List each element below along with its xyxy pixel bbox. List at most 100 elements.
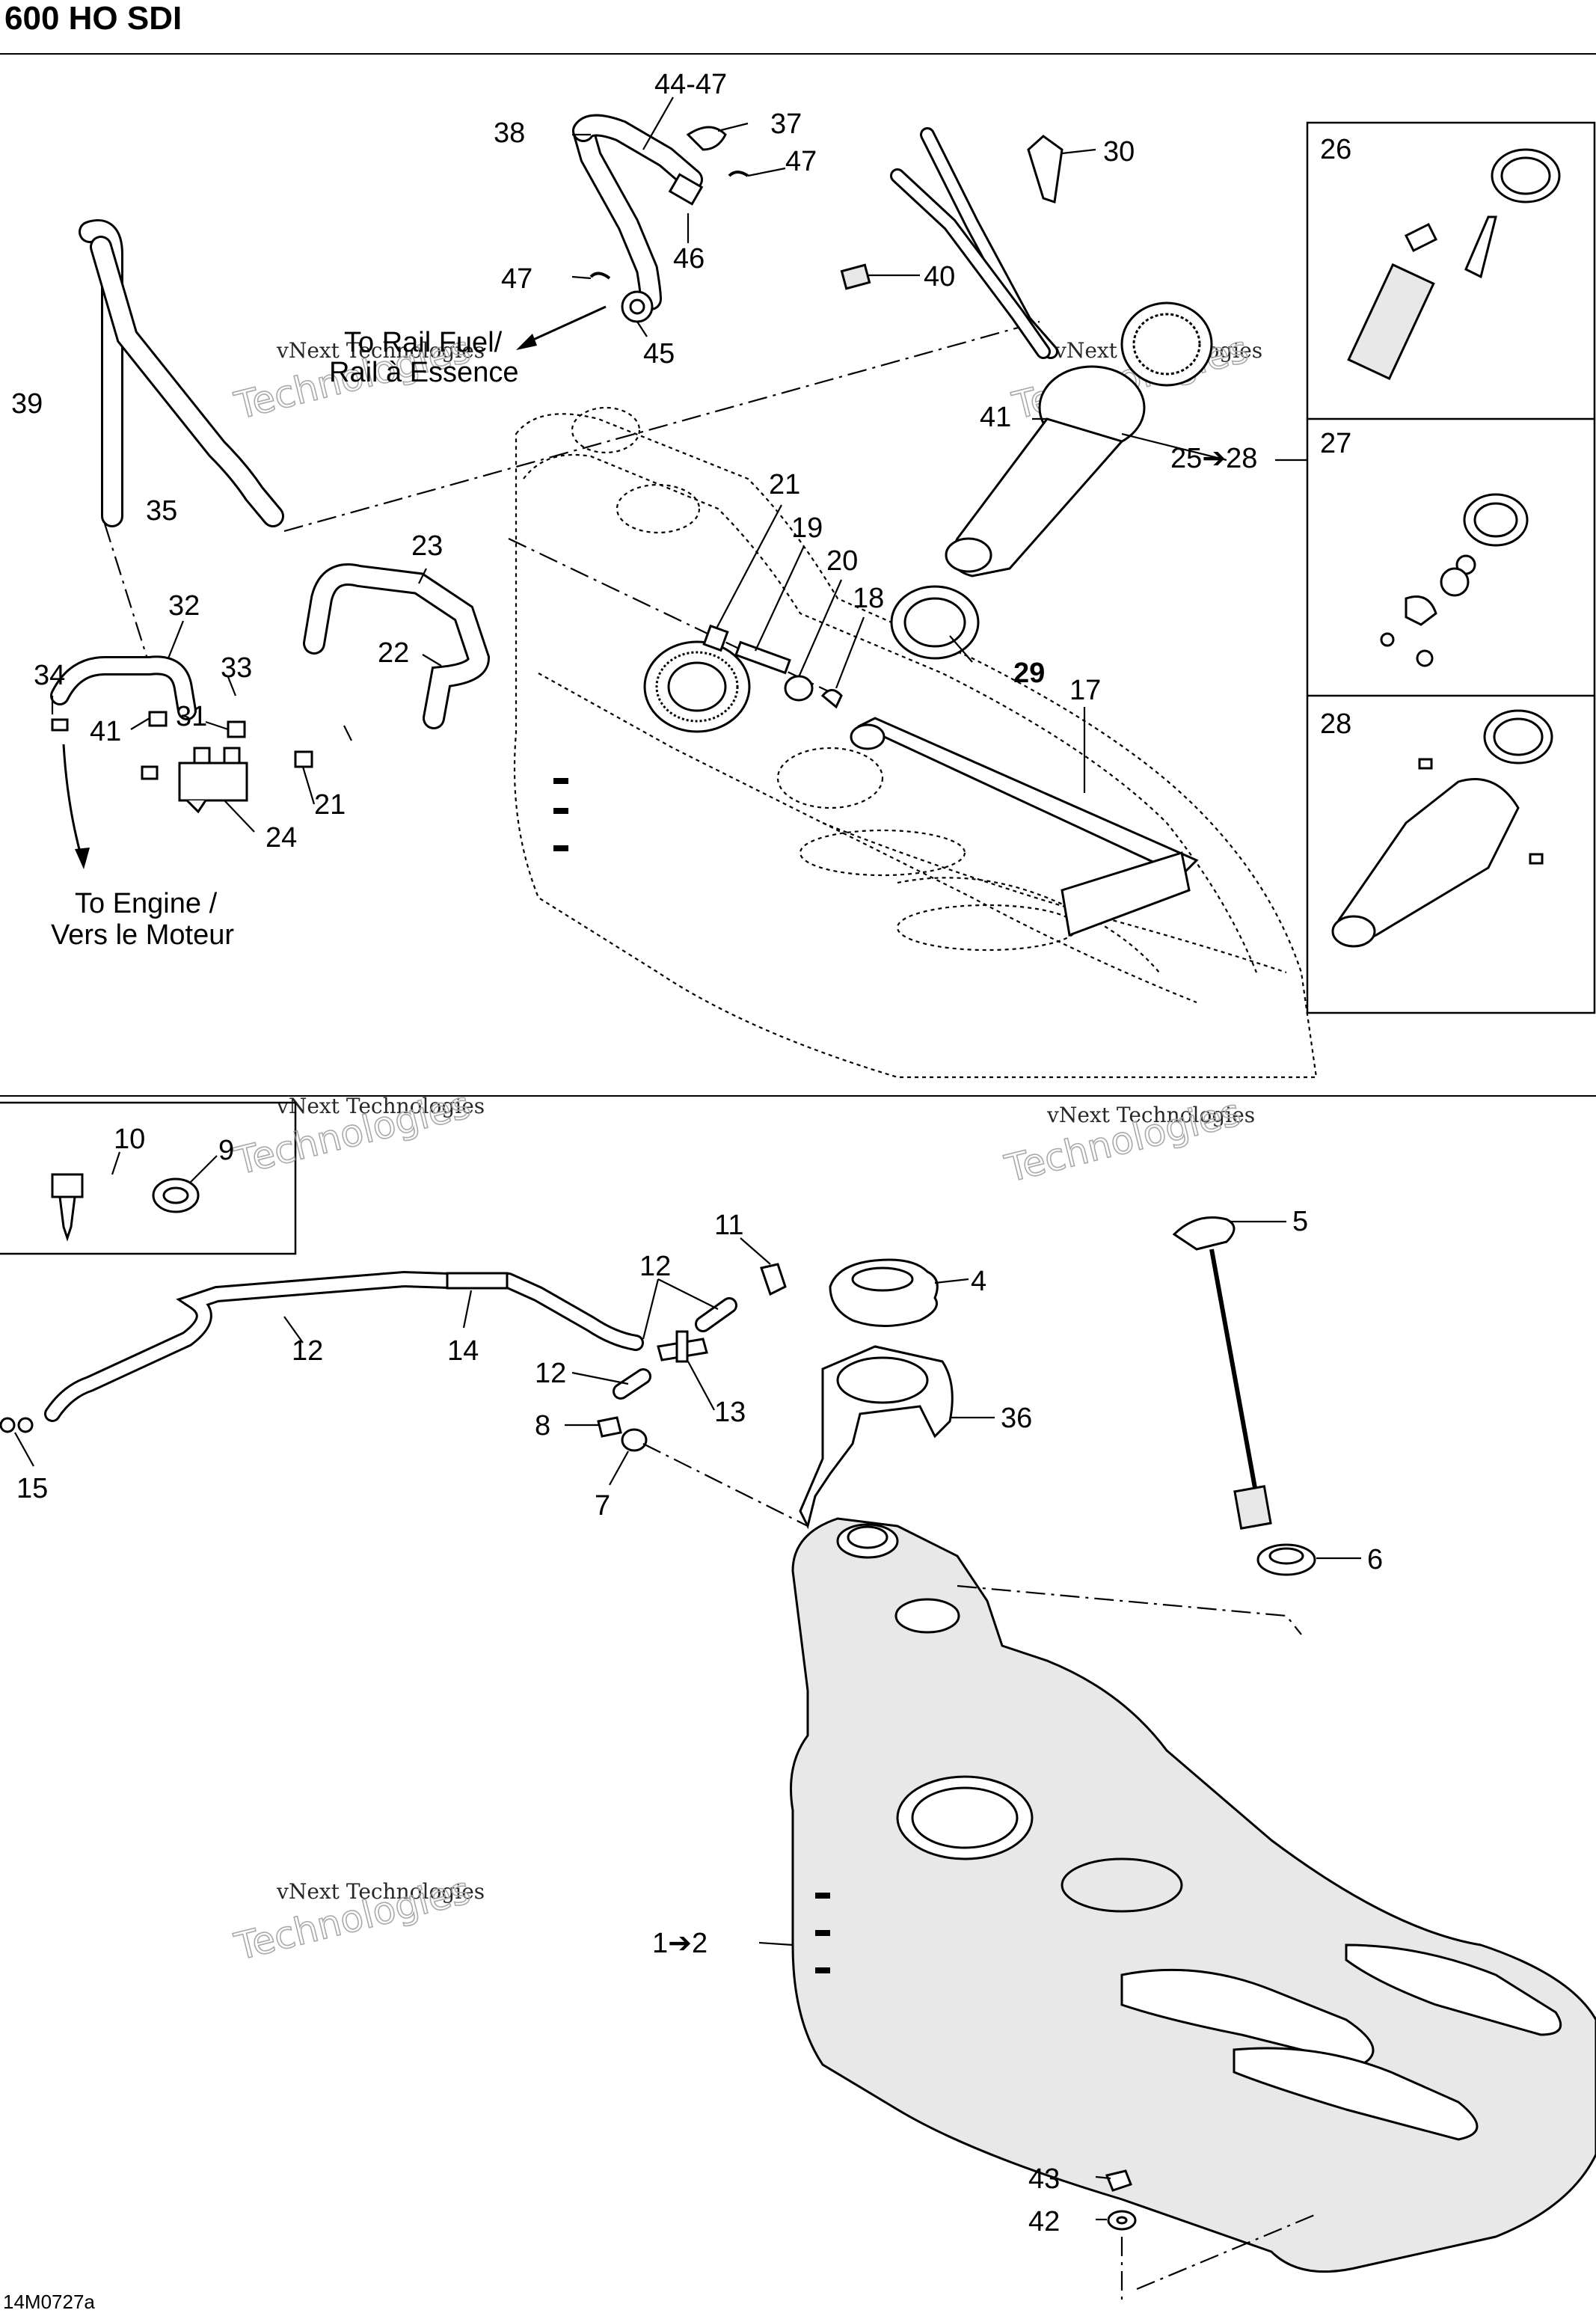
note-to-engine: To Engine / — [75, 888, 218, 919]
callout-28: 28 — [1320, 708, 1351, 740]
rail-arrow — [516, 305, 607, 350]
page-title: 600 HO SDI — [4, 0, 182, 37]
callout-40: 40 — [924, 261, 955, 292]
callout-1-2: 1➔2 — [652, 1928, 708, 1959]
valve-24 — [178, 747, 248, 814]
hardware-inset — [0, 1101, 297, 1255]
filter-27 — [1380, 493, 1529, 667]
fuel-tank-1 — [790, 1517, 1596, 2273]
callout-15: 15 — [16, 1473, 48, 1504]
callout-12: 12 — [292, 1335, 323, 1367]
callout-47: 47 — [785, 146, 817, 177]
note-rail-essence: Rail à Essence — [329, 357, 518, 388]
valve-11 — [760, 1263, 787, 1296]
callout-27: 27 — [1320, 428, 1351, 459]
svg-text:vNext Technologies: vNext Technologies — [1046, 1103, 1255, 1127]
clip-37 — [686, 126, 727, 151]
svg-text:vNext Technologies: vNext Technologies — [276, 1094, 485, 1118]
callout-38: 38 — [494, 117, 525, 149]
callout-47: 47 — [501, 263, 532, 295]
callout-11: 11 — [714, 1210, 743, 1241]
filler-neck-ring — [643, 640, 751, 733]
callout-17: 17 — [1069, 675, 1101, 706]
callout-34: 34 — [34, 660, 65, 691]
callout-39: 39 — [11, 388, 43, 420]
seal-ring-29 — [890, 585, 980, 660]
callout-12: 12 — [639, 1251, 671, 1282]
note-to-rail-fuel: To Rail Fuel/ — [344, 327, 503, 358]
gas-cap-4 — [829, 1258, 939, 1327]
callout-10: 10 — [114, 1124, 145, 1155]
callout-18: 18 — [853, 583, 884, 614]
callout-13: 13 — [714, 1397, 746, 1428]
fuel-hose-38 — [572, 114, 704, 310]
callout-22: 22 — [378, 637, 409, 669]
fittings-18-21 — [702, 624, 843, 709]
callout-23: 23 — [411, 530, 443, 562]
grommet-6 — [1256, 1543, 1316, 1576]
svg-text:vNext Technologies: vNext Technologies — [276, 338, 485, 363]
clip-47-upper — [728, 171, 749, 177]
assembly-chain-lines — [103, 320, 1040, 741]
note-vers-le-moteur: Vers le Moteur — [51, 919, 234, 951]
gauge-rod-5 — [1172, 1216, 1272, 1530]
callout-14: 14 — [447, 1335, 479, 1367]
engine-arrow — [62, 744, 90, 869]
hardware-10 — [51, 1173, 84, 1242]
callout-7: 7 — [595, 1490, 610, 1522]
callout-labels: 44-47 37 38 47 46 47 45 30 40 39 35 41 2… — [11, 69, 1383, 2237]
leader-lines — [14, 97, 1361, 2221]
level-sender-17 — [850, 717, 1199, 937]
callout-25-28: 25➔28 — [1170, 443, 1257, 474]
callout-21: 21 — [314, 789, 346, 821]
callout-30: 30 — [1103, 136, 1135, 168]
callout-4: 4 — [971, 1266, 986, 1297]
small-fittings-top — [51, 711, 313, 780]
clip-30 — [1027, 135, 1064, 203]
assembly-chain-lines-bottom — [642, 1443, 1317, 2304]
caps-15 — [0, 1417, 34, 1433]
callout-31: 31 — [176, 701, 207, 732]
clamp-45 — [621, 290, 654, 323]
tube-28 — [1331, 709, 1553, 948]
pump-hoses — [890, 127, 1058, 359]
block-40 — [840, 263, 871, 290]
fuel-pump-module — [945, 301, 1213, 578]
bracket-36 — [799, 1345, 954, 1530]
callout-12: 12 — [535, 1358, 566, 1389]
callout-41: 41 — [90, 716, 121, 747]
callout-29: 29 — [1013, 658, 1045, 689]
hardware-9 — [152, 1177, 200, 1213]
hose-32 — [50, 655, 197, 720]
svg-text:vNext Technologies: vNext Technologies — [276, 1879, 485, 1904]
callout-8: 8 — [535, 1410, 550, 1442]
callout-37: 37 — [770, 108, 802, 140]
tee-13 — [657, 1330, 708, 1363]
hose-22-23 — [303, 563, 491, 729]
callout-43: 43 — [1028, 2163, 1060, 2195]
vent-hose-12 — [44, 1270, 737, 1422]
callout-6: 6 — [1367, 1544, 1383, 1575]
callout-19: 19 — [791, 512, 823, 544]
callout-35: 35 — [146, 495, 177, 527]
hose-35 — [90, 236, 284, 527]
callout-32: 32 — [168, 590, 200, 622]
nut-43 — [1105, 2169, 1132, 2192]
callout-33: 33 — [221, 652, 252, 684]
figure-code: 14M0727a — [3, 2291, 95, 2313]
callout-26: 26 — [1320, 134, 1351, 165]
callout-44-47: 44-47 — [654, 69, 727, 100]
callout-36: 36 — [1001, 1403, 1032, 1434]
callout-5: 5 — [1292, 1206, 1308, 1237]
callout-21: 21 — [769, 469, 800, 500]
callout-20: 20 — [826, 545, 858, 577]
washer-42 — [1107, 2210, 1137, 2231]
callout-42: 42 — [1028, 2206, 1060, 2237]
callout-46: 46 — [673, 243, 705, 275]
callout-24: 24 — [266, 822, 297, 854]
callout-41: 41 — [980, 402, 1011, 433]
pump-26 — [1347, 148, 1561, 381]
clip-47-lower — [589, 272, 611, 280]
callout-45: 45 — [643, 338, 675, 370]
